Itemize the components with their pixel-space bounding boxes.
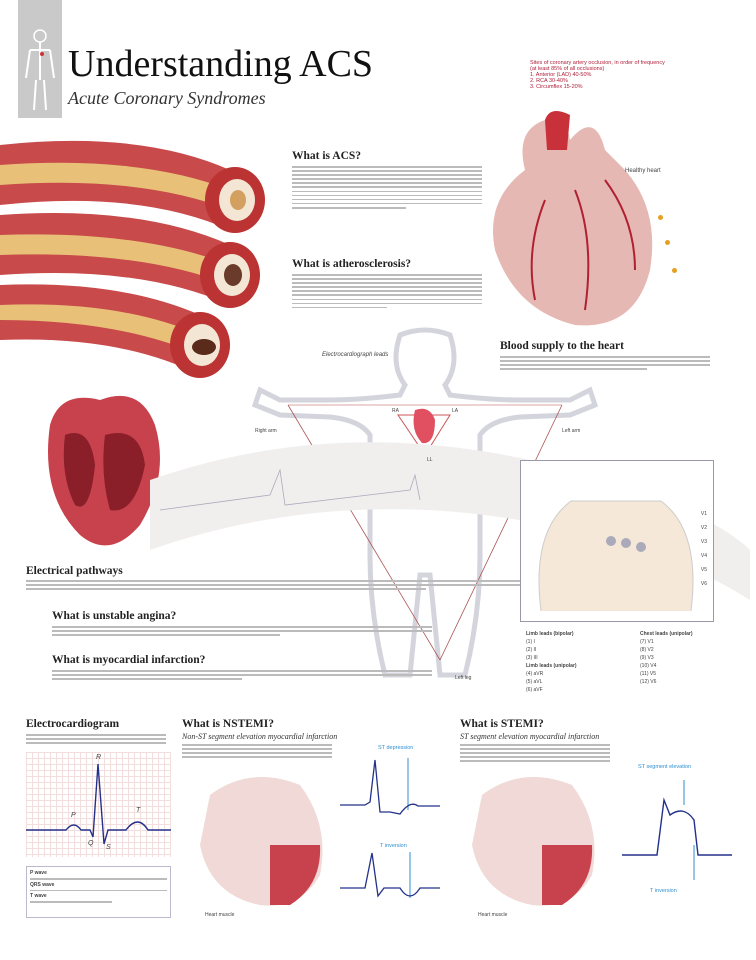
t-wave-inversion-label: T inversion <box>650 888 677 894</box>
thorax-illustration <box>538 500 694 612</box>
page-title: Understanding ACS <box>68 43 374 85</box>
unipolar-title: Limb leads (unipolar) <box>526 663 577 669</box>
chest-leads-table: Chest leads (unipolar) (7) V1 (8) V2 (9)… <box>640 630 693 686</box>
st-elevation-label: ST segment elevation <box>638 764 692 770</box>
lead-item: (9) V3 <box>640 655 654 661</box>
ra-label: RA <box>392 408 399 414</box>
stemi-trace <box>622 780 732 880</box>
artery-blocked <box>0 284 230 378</box>
wave-qrs: QRS wave <box>30 881 55 888</box>
occlusion-subtitle: (at least 85% of all occlusions) <box>530 66 605 72</box>
left-leg-label: Left leg <box>455 675 472 681</box>
lead-item: (11) V5 <box>640 671 657 677</box>
human-figure-icon <box>25 29 55 111</box>
lead-item: (12) V6 <box>640 679 657 685</box>
wave-t: T wave <box>30 893 47 900</box>
page-subtitle: Acute Coronary Syndromes <box>68 88 266 108</box>
section-blood-supply: Blood supply to the heart <box>500 340 624 352</box>
ecg-grid: P Q R S T <box>26 752 171 857</box>
ecg-body-text <box>26 734 166 744</box>
heart-cross-section <box>48 395 160 546</box>
occlusion-item: 3. Circumflex 15-20% <box>530 84 583 90</box>
q-label: Q <box>88 840 94 847</box>
lead-item: (6) aVF <box>526 687 543 693</box>
section-stemi: What is STEMI? <box>460 718 544 730</box>
lead-item: (2) II <box>526 647 537 653</box>
section-electrical-pathways: Electrical pathways <box>26 565 123 577</box>
mi-body-text <box>52 670 432 680</box>
wave-p: P wave <box>30 870 47 876</box>
lead-item: (1) I <box>526 639 535 645</box>
limb-leads-title: Limb leads (bipolar) <box>526 631 574 637</box>
chest-lead-v4: V4 <box>700 553 707 559</box>
ll-label: LL <box>427 457 433 463</box>
la-label: LA <box>452 408 459 414</box>
nstemi-trace-1 <box>340 758 440 815</box>
artery-ruptured-plaque <box>0 213 260 308</box>
angina-body-text <box>52 626 432 636</box>
chest-lead-v3: V3 <box>700 539 707 545</box>
nstemi-heart-muscle-label: Heart muscle <box>205 912 235 918</box>
nstemi-subtitle: Non-ST segment elevation myocardial infa… <box>182 732 338 741</box>
chest-lead-v1: V1 <box>700 511 707 517</box>
st-depression-label: ST depression <box>378 745 414 751</box>
wave-legend: P wave QRS wave T wave <box>26 866 171 918</box>
occlusion-item: 2. RCA 30-40% <box>530 78 568 84</box>
stemi-body-text <box>460 744 610 762</box>
left-arm-label: Left arm <box>562 428 581 434</box>
chest-lead-v6: V6 <box>700 581 707 587</box>
healthy-heart-illustration <box>493 111 653 326</box>
atherosclerosis-body-text <box>292 274 482 309</box>
lead-item: (8) V2 <box>640 647 654 653</box>
lead-item: (5) aVL <box>526 679 543 685</box>
chest-table-title: Chest leads (unipolar) <box>640 631 693 637</box>
header-figure-panel <box>18 0 62 118</box>
stemi-subtitle: ST segment elevation myocardial infarcti… <box>460 732 600 741</box>
electrical-body-text <box>26 580 526 590</box>
blood-supply-body-text <box>500 356 710 370</box>
p-label: P <box>71 812 76 819</box>
lead-item: (7) V1 <box>640 639 654 645</box>
chest-lead-v5: V5 <box>700 567 707 573</box>
ecg-leads-label: Electrocardiograph leads <box>322 352 389 358</box>
t-inversion-label: T inversion <box>380 843 407 849</box>
healthy-heart-label: Healthy heart <box>625 168 661 174</box>
nstemi-heart <box>200 777 323 906</box>
lead-item: (4) aVR <box>526 671 544 677</box>
lead-item: (10) V4 <box>640 663 657 669</box>
ecg-trace <box>26 763 171 845</box>
chest-lead-v2: V2 <box>700 525 707 531</box>
occlusion-item: 1. Anterior (LAD) 40-50% <box>530 72 592 78</box>
section-myocardial-infarction: What is myocardial infarction? <box>52 654 206 666</box>
right-arm-label: Right arm <box>255 428 277 434</box>
artery-illustrations <box>0 140 265 378</box>
section-atherosclerosis: What is atherosclerosis? <box>292 258 412 270</box>
chest-leads-panel: V1 V2 V3 V4 V5 V6 <box>520 460 714 622</box>
section-unstable-angina: What is unstable angina? <box>52 610 177 622</box>
acs-body-text <box>292 166 482 209</box>
marker-dot <box>665 240 670 245</box>
section-electrocardiogram: Electrocardiogram <box>26 718 120 730</box>
occlusion-note: Sites of coronary artery occlusion, in o… <box>530 60 750 90</box>
r-label: R <box>96 754 102 761</box>
s-label: S <box>106 844 111 851</box>
section-nstemi: What is NSTEMI? <box>182 718 275 730</box>
marker-dot <box>658 215 663 220</box>
t-label: T <box>136 807 141 814</box>
nstemi-trace-2 <box>340 852 440 898</box>
lead-item: (3) III <box>526 655 538 661</box>
limb-leads-table: Limb leads (bipolar) (1) I (2) II (3) II… <box>526 630 577 694</box>
occlusion-title: Sites of coronary artery occlusion, in o… <box>530 60 665 66</box>
nstemi-body-text <box>182 744 332 758</box>
section-what-is-acs: What is ACS? <box>292 150 362 162</box>
artery-healthy-plaque <box>0 140 265 233</box>
stemi-heart-muscle-label: Heart muscle <box>478 912 508 918</box>
marker-dot <box>672 268 677 273</box>
stemi-heart <box>472 777 595 906</box>
